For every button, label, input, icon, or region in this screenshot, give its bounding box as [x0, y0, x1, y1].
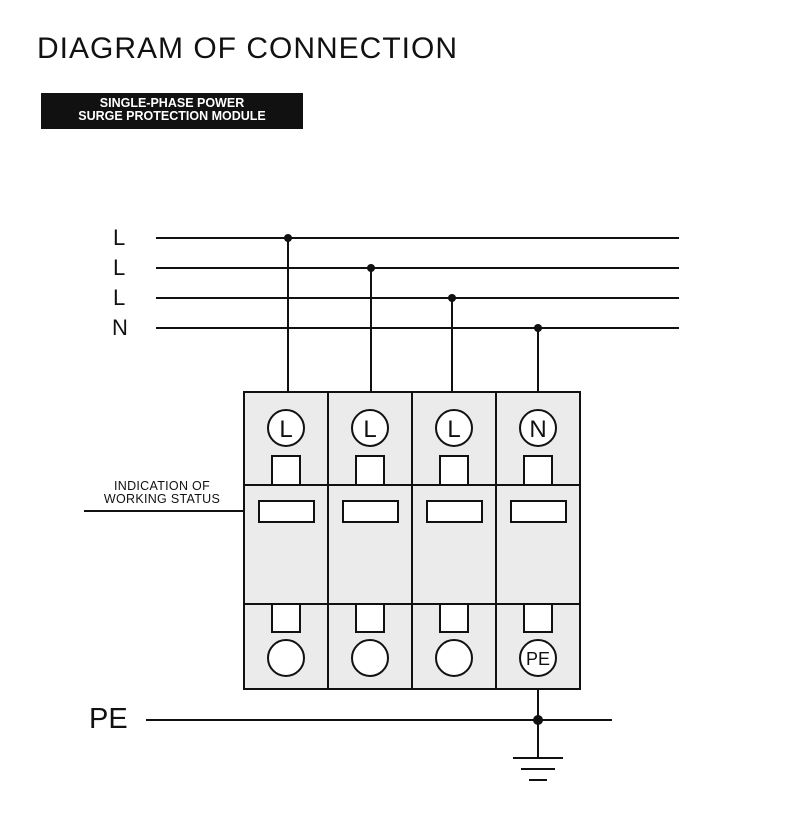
status-window-1 [258, 500, 315, 523]
bottom-contact-1 [271, 603, 301, 633]
wire-label-l2: L [113, 255, 126, 280]
top-terminal-2 [351, 409, 389, 447]
wire-label-l3: L [113, 285, 126, 310]
top-terminal-3-label: L [447, 416, 460, 443]
pe-junction-dot [533, 715, 543, 725]
bottom-terminal-1 [267, 639, 305, 677]
junction-dot-3 [448, 294, 456, 302]
working-status-label: INDICATION OF WORKING STATUS [96, 480, 228, 506]
status-window-2 [342, 500, 399, 523]
top-terminal-1 [267, 409, 305, 447]
bottom-terminal-4 [519, 639, 557, 677]
bottom-contact-3 [439, 603, 469, 633]
wire-label-l1: L [113, 225, 126, 250]
top-contact-2 [355, 455, 385, 486]
top-terminal-3 [435, 409, 473, 447]
badge-line-1: SINGLE-PHASE POWER [99, 96, 245, 110]
bottom-terminal-4-label: PE [526, 649, 550, 669]
top-terminal-2-label: L [363, 416, 376, 443]
badge-line-2: SURGE PROTECTION MODULE [78, 109, 266, 123]
status-window-4 [510, 500, 567, 523]
page-title: DIAGRAM OF CONNECTION [37, 32, 459, 65]
wire-label-n: N [112, 315, 128, 340]
module-2: L [327, 391, 413, 690]
top-terminal-1-label: L [279, 416, 292, 443]
junction-dot-2 [367, 264, 375, 272]
bottom-terminal-3 [435, 639, 473, 677]
junction-dot-1 [284, 234, 292, 242]
bottom-contact-4 [523, 603, 553, 633]
bottom-contact-2 [355, 603, 385, 633]
status-label-line-1: INDICATION OF [113, 479, 211, 493]
top-terminal-4 [519, 409, 557, 447]
module-type-badge: SINGLE-PHASE POWER SURGE PROTECTION MODU… [41, 93, 303, 129]
top-contact-1 [271, 455, 301, 486]
module-3: L [411, 391, 497, 690]
pe-wire-label: PE [89, 703, 128, 735]
bottom-terminal-2 [351, 639, 389, 677]
top-terminal-4-label: N [529, 416, 546, 443]
junction-dot-4 [534, 324, 542, 332]
top-contact-4 [523, 455, 553, 486]
status-window-3 [426, 500, 483, 523]
module-4: N PE [495, 391, 581, 690]
status-label-line-2: WORKING STATUS [103, 492, 221, 506]
top-contact-3 [439, 455, 469, 486]
module-1: L [243, 391, 329, 690]
